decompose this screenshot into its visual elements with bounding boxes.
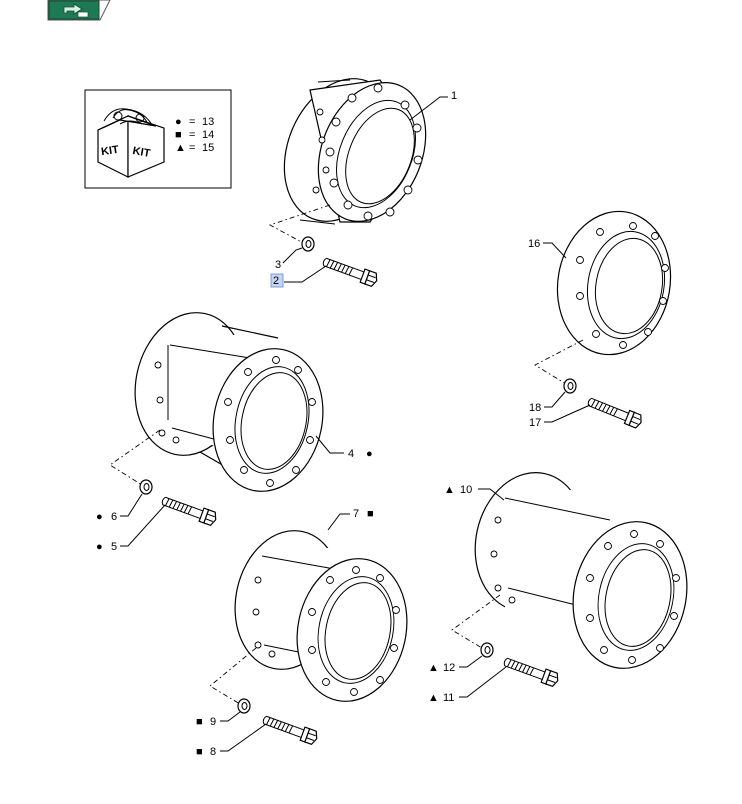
svg-text:14: 14 (202, 129, 214, 141)
callout-5-mark: ● (96, 541, 103, 553)
part-17-bolt[interactable] (585, 394, 645, 430)
svg-text:=: = (189, 142, 195, 154)
callout-10[interactable]: 10 (460, 484, 472, 496)
part-6-washer[interactable] (139, 479, 153, 495)
svg-text:●: ● (175, 116, 182, 128)
callout-10-mark: ▲ (444, 484, 455, 496)
callout-3[interactable]: 3 (275, 259, 281, 271)
part-5-bolt[interactable] (159, 493, 219, 527)
callout-7[interactable]: 7 (353, 508, 359, 520)
part-16-flange[interactable] (546, 202, 681, 363)
callout-11[interactable]: 11 (443, 692, 454, 704)
part-3-washer[interactable] (301, 236, 315, 252)
part-7-spacer[interactable] (223, 521, 420, 712)
kit-legend-row-3: ▲ = 15 (175, 142, 214, 154)
callout-12[interactable]: 12 (443, 662, 455, 674)
callout-11-mark: ▲ (428, 692, 439, 704)
callout-8-mark: ■ (196, 746, 203, 758)
part-12-washer[interactable] (480, 642, 494, 658)
part-18-washer[interactable] (563, 378, 577, 394)
callout-18[interactable]: 18 (529, 402, 541, 414)
svg-text:▲: ▲ (175, 142, 186, 154)
part-10-spacer[interactable] (463, 462, 701, 679)
callout-1[interactable]: 1 (451, 90, 457, 102)
kit-legend-row-1: ● = 13 (175, 116, 214, 128)
callout-16[interactable]: 16 (528, 238, 540, 250)
part-9-washer[interactable] (237, 698, 251, 714)
callout-5[interactable]: 5 (111, 541, 117, 553)
return-button[interactable] (47, 0, 111, 21)
svg-text:■: ■ (175, 129, 182, 141)
kit-box-label-right: KIT (132, 145, 152, 160)
part-8-bolt[interactable] (260, 712, 320, 746)
svg-text:=: = (189, 116, 195, 128)
kit-box-icon: KIT KIT (97, 108, 165, 178)
svg-text:13: 13 (202, 116, 214, 128)
callout-6[interactable]: 6 (111, 511, 117, 523)
callout-7-mark: ■ (367, 508, 374, 520)
part-4-spacer[interactable] (122, 302, 336, 501)
kit-legend: KIT KIT ● = 13 ■ = 14 ▲ = 15 (84, 89, 232, 189)
callout-8[interactable]: 8 (210, 746, 216, 758)
svg-text:=: = (189, 129, 195, 141)
callout-4-mark: ● (366, 448, 373, 460)
callout-9-mark: ■ (196, 716, 203, 728)
kit-box-label-left: KIT (100, 144, 119, 158)
part-11-bolt[interactable] (501, 654, 561, 688)
callout-4[interactable]: 4 (348, 448, 354, 460)
callout-2[interactable]: 2 (273, 275, 279, 287)
part-1-coupling-flange[interactable] (264, 62, 445, 238)
callout-6-mark: ● (96, 511, 103, 523)
kit-legend-row-2: ■ = 14 (175, 129, 214, 141)
callout-9[interactable]: 9 (210, 716, 216, 728)
callout-12-mark: ▲ (428, 662, 439, 674)
svg-text:15: 15 (202, 142, 214, 154)
callout-2-highlight (270, 273, 284, 288)
callout-17[interactable]: 17 (529, 417, 541, 429)
page-return-icon (63, 3, 89, 18)
part-2-bolt[interactable] (320, 254, 380, 288)
